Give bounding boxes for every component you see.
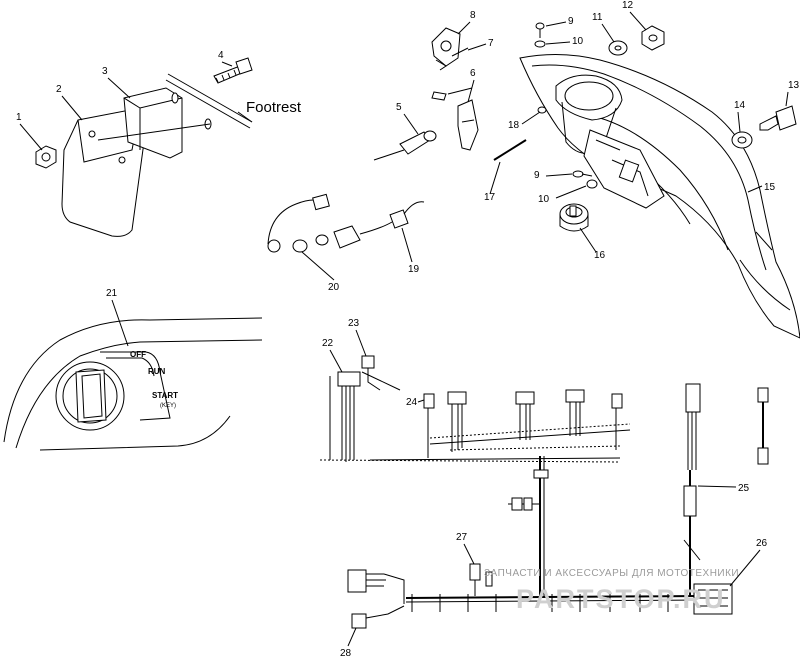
callout-15: 15 (764, 182, 776, 193)
callout-21: 21 (106, 288, 118, 299)
callout-28: 28 (340, 648, 352, 656)
callout-6: 6 (470, 68, 476, 79)
callout-12: 12 (622, 0, 634, 11)
switch-run-label: RUN (148, 367, 166, 376)
sensor-5 (373, 130, 437, 161)
callout-3: 3 (102, 66, 108, 77)
screw-9-top (534, 22, 546, 48)
callout-5: 5 (396, 102, 402, 113)
callout-10b: 10 (538, 194, 550, 205)
footrest-callout: Footrest (246, 99, 302, 116)
washer-11 (608, 40, 628, 56)
ignition-panel-21 (3, 317, 263, 451)
watermark-brand: PARTSTOP.RU (516, 584, 726, 614)
nut-14 (731, 131, 753, 149)
callout-4: 4 (218, 50, 224, 61)
key-13 (759, 105, 797, 131)
callout-22: 22 (322, 338, 334, 349)
callout-9a: 9 (568, 16, 574, 27)
footrest-assembly (35, 57, 253, 237)
pin-17 (493, 139, 527, 161)
nut-12 (641, 25, 665, 51)
callout-11: 11 (592, 12, 603, 23)
callout-1: 1 (16, 112, 22, 123)
wiring-harness (319, 355, 769, 629)
callout-27: 27 (456, 532, 468, 543)
callout-2: 2 (56, 84, 62, 95)
screw-9-lower (572, 170, 598, 189)
callout-14: 14 (734, 100, 746, 111)
switch-start-label: START (152, 391, 178, 400)
callout-16: 16 (594, 250, 606, 261)
console-fender-assembly (519, 53, 800, 339)
callout-7: 7 (488, 38, 494, 49)
callout-20: 20 (328, 282, 340, 293)
bracket-8 (431, 27, 469, 71)
callout-9b: 9 (534, 170, 540, 181)
switch-harness-19 (267, 193, 425, 253)
watermark-text: ЗАПЧАСТИ И АКСЕССУАРЫ ДЛЯ МОТОТЕХНИКИ (484, 568, 739, 579)
callout-19: 19 (408, 264, 420, 275)
callout-25: 25 (738, 483, 750, 494)
callout-10a: 10 (572, 36, 584, 47)
callout-23: 23 (348, 318, 360, 329)
latch-6 (431, 91, 479, 151)
switch-off-label: OFF (130, 350, 146, 359)
callout-26: 26 (756, 538, 768, 549)
callout-13: 13 (788, 80, 800, 91)
callout-24: 24 (406, 397, 418, 408)
callout-8: 8 (470, 10, 476, 21)
clip-18 (537, 106, 547, 114)
callout-17: 17 (484, 192, 496, 203)
ignition-switch-16 (559, 203, 589, 232)
switch-start-sub-label: (KEY) (160, 403, 176, 409)
callout-18: 18 (508, 120, 520, 131)
